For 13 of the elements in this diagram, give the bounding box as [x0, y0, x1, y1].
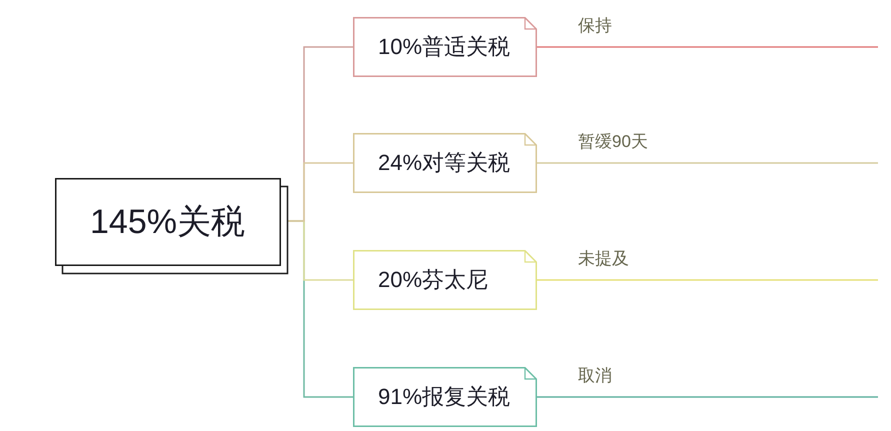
branch-line — [537, 46, 878, 48]
note-box: 10%普适关税 — [353, 17, 537, 77]
note-box: 24%对等关税 — [353, 133, 537, 193]
note-box: 91%报复关税 — [353, 367, 537, 427]
branch-line — [288, 162, 353, 222]
edge-label: 暂缓90天 — [577, 132, 649, 152]
branch-line — [537, 162, 878, 164]
edge-label: 未提及 — [577, 249, 630, 269]
edge-label: 取消 — [577, 366, 613, 386]
edge-label: 保持 — [577, 16, 613, 36]
note-box: 20%芬太尼 — [353, 250, 537, 310]
branch-line — [537, 396, 878, 398]
branch-line — [537, 279, 878, 281]
